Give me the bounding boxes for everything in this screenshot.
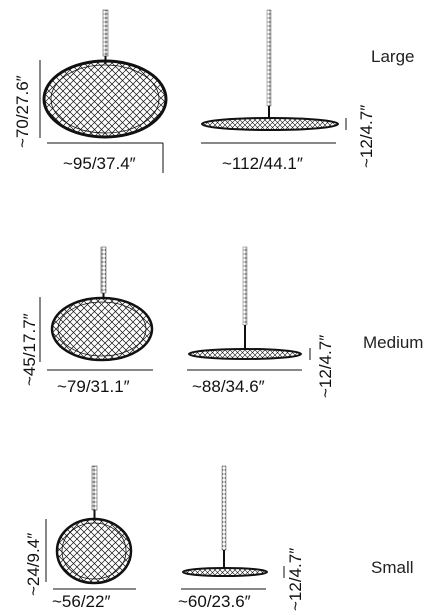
large-pendant-width: ~95/37.4″ <box>63 154 136 173</box>
size-label-large: Large <box>371 47 415 66</box>
size-label-medium: Medium <box>363 333 424 352</box>
medium-pendant-drawing <box>50 246 154 362</box>
medium-pendant-height: ~45/17.7″ <box>20 313 39 386</box>
size-label-small: Small <box>371 558 414 577</box>
small-disc-width: ~60/23.6″ <box>178 592 251 611</box>
large-pendant-drawing <box>42 9 168 139</box>
small-pendant-height: ~24/9.4″ <box>24 532 43 596</box>
small-disc-height: ~12/4.7″ <box>286 547 305 611</box>
small-pendant-width: ~56/22″ <box>52 592 111 611</box>
small-dimension-lines <box>45 519 285 590</box>
large-dimension-lines <box>39 60 347 173</box>
large-disc-drawing <box>201 9 339 131</box>
large-disc-width: ~112/44.1″ <box>222 154 303 173</box>
medium-disc-width: ~88/34.6″ <box>192 377 265 396</box>
medium-disc-drawing <box>188 246 302 360</box>
medium-disc-height: ~12/4.7″ <box>316 334 335 398</box>
medium-pendant-width: ~79/31.1″ <box>57 377 130 396</box>
small-disc-drawing <box>182 465 268 577</box>
large-pendant-height: ~70/27.6″ <box>13 75 32 148</box>
small-pendant-drawing <box>55 465 133 585</box>
medium-dimension-lines <box>39 297 311 371</box>
large-disc-height: ~12/4.7″ <box>357 104 376 168</box>
